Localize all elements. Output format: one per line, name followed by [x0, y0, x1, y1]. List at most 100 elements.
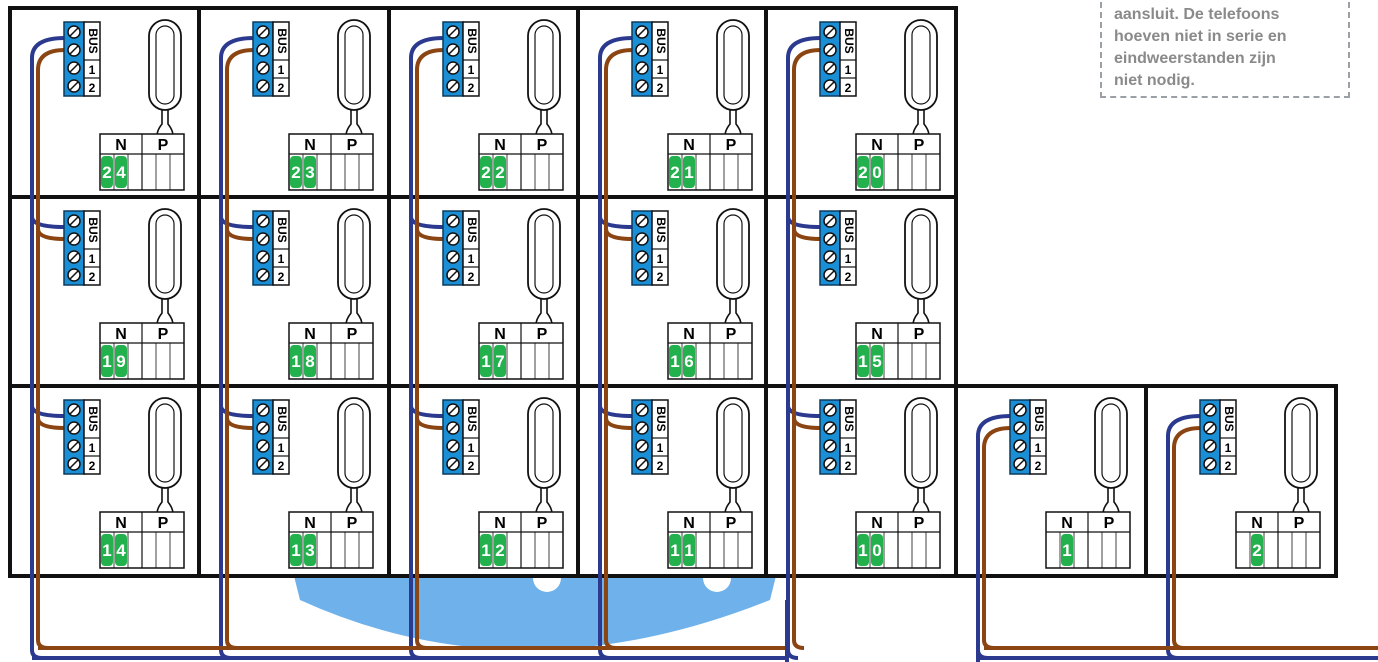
terminal-label-2: 2: [845, 459, 852, 473]
dip-header-p: P: [537, 137, 548, 154]
terminal-label-2: 2: [278, 81, 285, 95]
handset-inner: [723, 214, 743, 294]
screw-slot: [258, 234, 268, 244]
terminal-label-2: 2: [1225, 459, 1232, 473]
unit-number-digit: 2: [670, 163, 679, 182]
handset-inner: [534, 403, 554, 483]
handset-icon: [527, 19, 561, 111]
screw-slot: [69, 63, 79, 73]
dip-toggle-on: [857, 345, 869, 377]
handset-inner: [155, 25, 175, 105]
dip-header-n: N: [115, 137, 127, 154]
dip-header-p: P: [158, 326, 169, 343]
unit-number-digit: 2: [102, 163, 111, 182]
screw-slot: [448, 45, 458, 55]
handset-icon: [716, 19, 750, 111]
screw-slot: [448, 423, 458, 433]
screw-slot: [258, 459, 268, 469]
screw-slot: [69, 459, 79, 469]
unit-number-digit: 4: [116, 541, 126, 560]
handset-icon: [337, 397, 371, 489]
dip-header-p: P: [914, 515, 925, 532]
dip-header-p: P: [726, 137, 737, 154]
unit-number-digit: 1: [102, 352, 111, 371]
terminal-label-2: 2: [89, 459, 96, 473]
handset-icon: [148, 208, 182, 300]
unit-number-digit: 6: [684, 352, 693, 371]
handset-icon: [904, 397, 938, 489]
dip-header-n: N: [871, 515, 883, 532]
terminal-label-bus: BUS: [86, 406, 100, 431]
handset-inner: [723, 403, 743, 483]
terminal-label-2: 2: [468, 459, 475, 473]
terminal-label-2: 2: [468, 81, 475, 95]
screw-slot: [448, 27, 458, 37]
dip-toggle-on: [683, 534, 695, 566]
screw-slot: [1205, 405, 1215, 415]
unit-number-digit: 8: [305, 352, 314, 371]
handset-inner: [1101, 403, 1121, 483]
screw-slot: [69, 441, 79, 451]
screw-slot: [258, 63, 268, 73]
dip-toggle-on: [115, 345, 127, 377]
handset-icon: [1284, 397, 1318, 489]
screw-slot: [825, 270, 835, 280]
screw-slot: [258, 405, 268, 415]
terminal-label-2: 2: [657, 459, 664, 473]
screw-slot: [825, 459, 835, 469]
screw-slot: [1205, 459, 1215, 469]
dip-header-n: N: [871, 137, 883, 154]
dip-toggle-on: [1251, 534, 1263, 566]
dip-header-p: P: [537, 515, 548, 532]
screw-slot: [637, 441, 647, 451]
unit-number-digit: 1: [684, 163, 693, 182]
screw-slot: [448, 441, 458, 451]
note-line-1: aansluit. De telefoons: [1114, 6, 1280, 23]
dip-toggle-on: [304, 345, 316, 377]
terminal-label-bus: BUS: [842, 406, 856, 431]
terminal-label-2: 2: [1035, 459, 1042, 473]
handset-inner: [911, 214, 931, 294]
terminal-label-1: 1: [845, 252, 852, 266]
dip-header-p: P: [158, 137, 169, 154]
note-line-3: eindweerstanden zijn: [1114, 50, 1276, 67]
screw-slot: [69, 405, 79, 415]
screw-slot: [637, 81, 647, 91]
handset-inner: [344, 403, 364, 483]
terminal-label-1: 1: [1035, 441, 1042, 455]
screw-slot: [637, 45, 647, 55]
unit-number-digit: 2: [1252, 541, 1261, 560]
unit-number-digit: 3: [305, 541, 314, 560]
screw-slot: [69, 81, 79, 91]
dip-header-n: N: [304, 137, 316, 154]
screw-slot: [258, 270, 268, 280]
terminal-label-2: 2: [468, 270, 475, 284]
dip-toggle-on: [1061, 534, 1073, 566]
screw-slot: [69, 216, 79, 226]
screw-slot: [258, 252, 268, 262]
terminal-label-bus: BUS: [86, 217, 100, 242]
dip-header-n: N: [683, 326, 695, 343]
dip-toggle-on: [304, 534, 316, 566]
screw-slot: [69, 234, 79, 244]
terminal-label-1: 1: [278, 252, 285, 266]
dip-header-p: P: [914, 326, 925, 343]
dip-toggle-on: [857, 156, 869, 188]
handset-icon: [904, 19, 938, 111]
dip-header-n: N: [115, 326, 127, 343]
screw-slot: [448, 63, 458, 73]
screw-slot: [825, 63, 835, 73]
terminal-label-1: 1: [657, 441, 664, 455]
handset-icon: [716, 208, 750, 300]
screw-slot: [825, 27, 835, 37]
